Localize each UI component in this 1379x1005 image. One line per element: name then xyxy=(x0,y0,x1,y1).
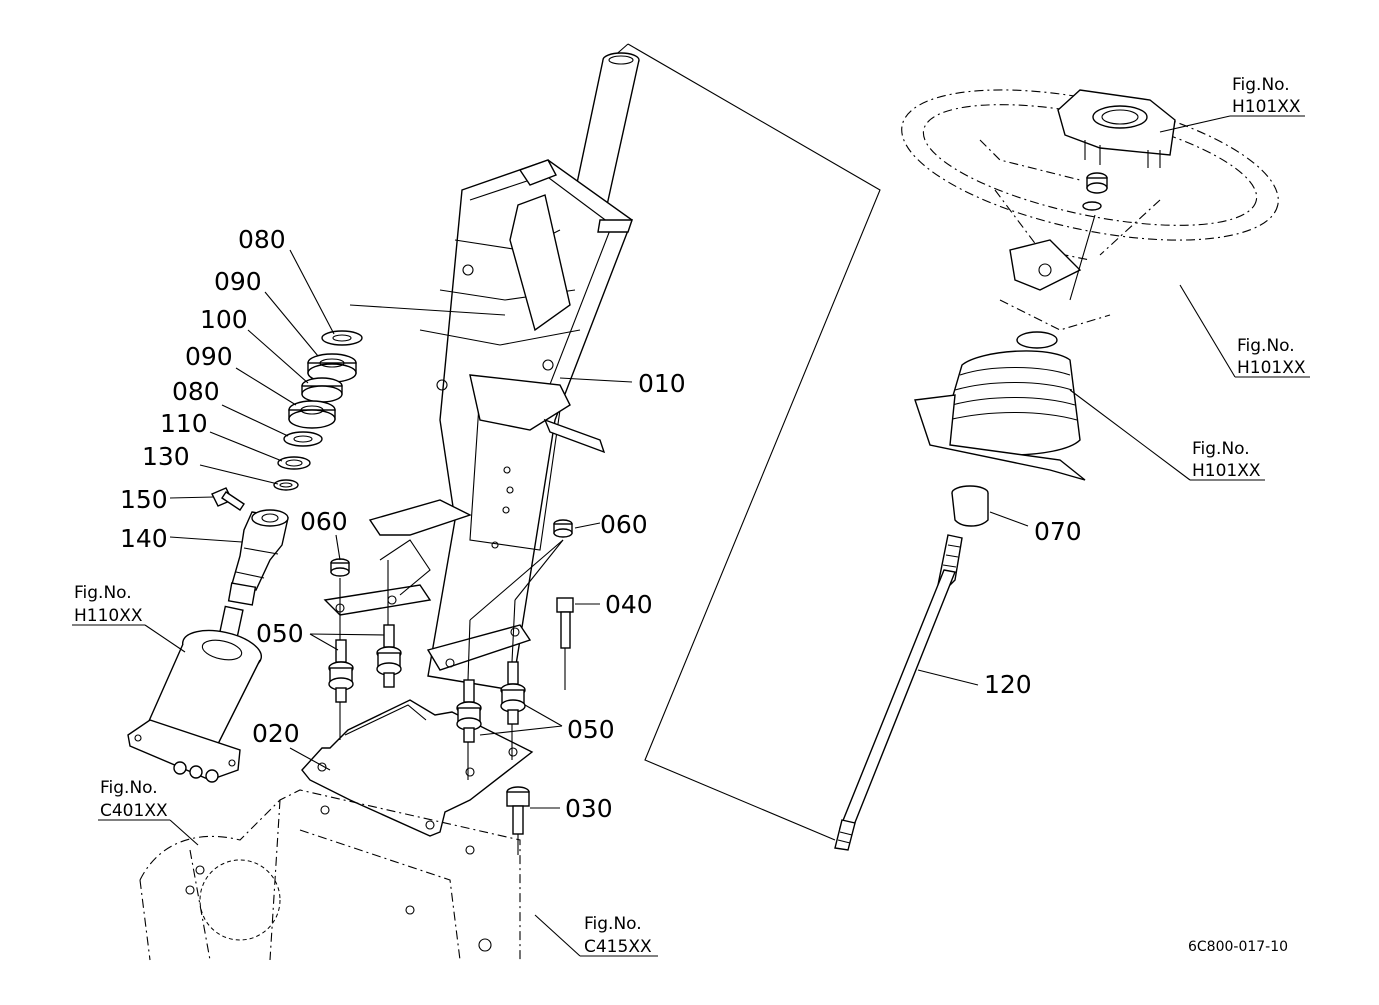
nuts xyxy=(330,519,573,577)
steering-frame xyxy=(323,159,633,691)
steering-boot xyxy=(914,331,1086,527)
bearing-stack xyxy=(273,330,363,491)
figure-references: Fig.No. H101XX Fig.No. H101XX Fig.No. H1… xyxy=(74,75,1306,957)
callout-140: 140 xyxy=(120,524,168,553)
callout-120: 120 xyxy=(984,670,1032,699)
callout-090-top: 090 xyxy=(214,267,262,296)
universal-joint xyxy=(227,509,289,606)
rubber-mounts xyxy=(328,624,526,743)
leader-lines xyxy=(72,115,1310,957)
callout-060-right: 060 xyxy=(600,510,648,539)
bolt-040 xyxy=(556,597,574,649)
callout-080-bottom: 080 xyxy=(172,377,220,406)
figref-label-trans-front: Fig.No. xyxy=(100,778,158,798)
bolt-030 xyxy=(506,786,530,835)
callout-090-bottom: 090 xyxy=(185,342,233,371)
callout-060-left: 060 xyxy=(300,507,348,536)
steering-shaft xyxy=(834,534,963,851)
bolt-150 xyxy=(211,487,245,511)
figref-steering-wheel-cap: H101XX xyxy=(1232,97,1301,117)
callout-030: 030 xyxy=(565,794,613,823)
callout-020: 020 xyxy=(252,719,300,748)
callout-070: 070 xyxy=(1034,517,1082,546)
callout-040: 040 xyxy=(605,590,653,619)
callout-080-top: 080 xyxy=(238,225,286,254)
callout-050-right: 050 xyxy=(567,715,615,744)
callout-130: 130 xyxy=(142,442,190,471)
base-plate xyxy=(301,699,534,837)
callout-010: 010 xyxy=(638,369,686,398)
figref-transmission-case: C415XX xyxy=(584,937,652,957)
drawing-number: 6C800-017-10 xyxy=(1188,939,1288,955)
transmission-housing xyxy=(139,789,521,961)
assembly-lines xyxy=(339,304,566,855)
callout-100: 100 xyxy=(200,305,248,334)
figref-power-steering-unit: H110XX xyxy=(74,606,143,626)
figref-label-cap: Fig.No. xyxy=(1232,75,1290,95)
callout-150: 150 xyxy=(120,485,168,514)
figref-steering-boot: H101XX xyxy=(1192,461,1261,481)
callouts: 080 090 100 090 080 110 130 150 140 010 … xyxy=(120,225,1082,823)
figref-label-wheel: Fig.No. xyxy=(1237,336,1295,356)
figref-label-psu: Fig.No. xyxy=(74,583,132,603)
figref-steering-wheel: H101XX xyxy=(1237,358,1306,378)
group-outline xyxy=(627,43,881,841)
figref-label-trans-case: Fig.No. xyxy=(584,914,642,934)
steering-wheel xyxy=(901,89,1279,331)
callout-110: 110 xyxy=(160,409,208,438)
figref-label-boot: Fig.No. xyxy=(1192,439,1250,459)
figref-transmission-front: C401XX xyxy=(100,801,168,821)
callout-050-left: 050 xyxy=(256,619,304,648)
steering-cap xyxy=(1057,89,1176,301)
power-steering-unit xyxy=(127,605,263,783)
